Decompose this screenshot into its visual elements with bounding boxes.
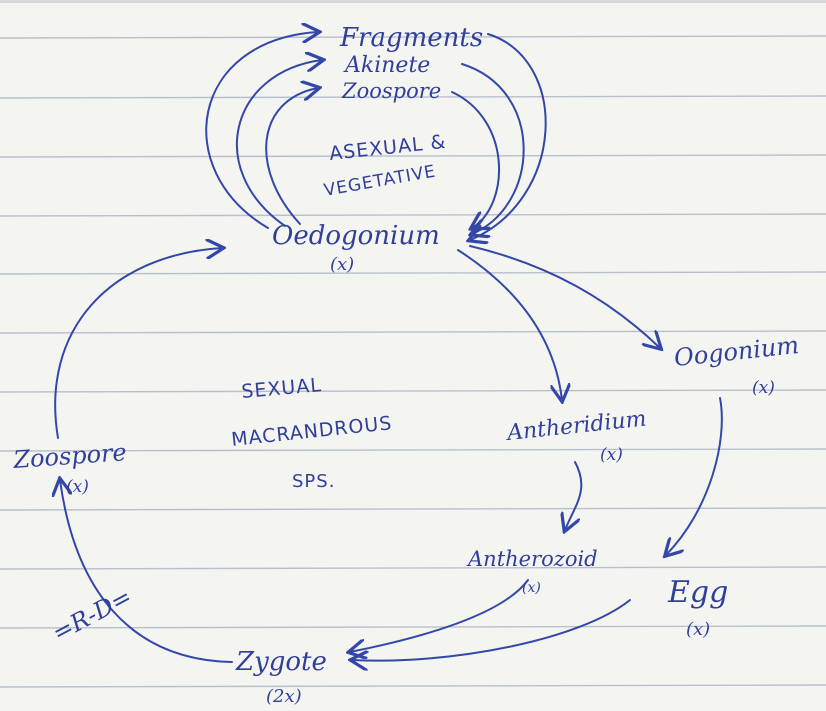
node-zygote-ploidy: (2x) [266,686,302,707]
sexual-annotation-line2: MACRANDROUS [230,412,393,451]
node-zoospore-left-ploidy: (x) [66,477,89,497]
node-oogonium-ploidy: (x) [752,378,775,398]
arrow-from-akinete [461,63,525,234]
sexual-annotation-line3: SPS. [292,471,335,492]
arrow-to-fragments [205,32,318,229]
rd-annotation: =R-D= [48,582,137,647]
node-antheridium: Antheridium [504,406,648,446]
asexual-annotation-line1: ASEXUAL & [328,131,447,165]
arrow-to-akinete [236,60,322,227]
node-egg-ploidy: (x) [686,619,710,640]
node-fragments: Fragments [339,23,483,53]
asexual-annotation-line2: VEGETATIVE [322,162,437,201]
node-antherozoid: Antherozoid [466,547,598,571]
sexual-arrows [54,245,723,663]
arrow-to-antheridium [457,249,562,400]
node-egg: Egg [667,575,728,610]
arrow-to-zoospore-top [265,88,318,225]
arrow-to-egg [666,397,723,555]
node-akinete: Akinete [343,53,430,78]
arrow-zygote-to-zoospore [60,480,233,663]
arrow-from-fragments [470,33,547,240]
node-zygote: Zygote [235,647,327,677]
node-oedogonium-ploidy: (x) [330,254,354,275]
node-antherozoid-ploidy: (x) [522,580,541,596]
asexual-arrows-right [451,33,547,240]
notebook-rules [0,0,826,688]
node-oedogonium: Oedogonium [272,221,440,251]
node-zoospore-left: Zoospore [11,438,127,474]
node-zoospore-top: Zoospore [341,79,441,103]
node-antheridium-ploidy: (x) [600,445,623,465]
arrow-zoospore-to-oedogonium [54,248,222,439]
node-oogonium: Oogonium [673,331,801,372]
arrow-egg-to-zygote [352,599,631,661]
sexual-annotation-line1: SEXUAL [241,374,323,403]
asexual-arrows-left [205,32,322,229]
arrow-to-oogonium [469,245,660,348]
arrow-antherozoid-to-zygote [350,579,529,652]
arrow-from-zoospore-top [451,91,500,228]
arrow-to-antherozoid [565,461,583,530]
